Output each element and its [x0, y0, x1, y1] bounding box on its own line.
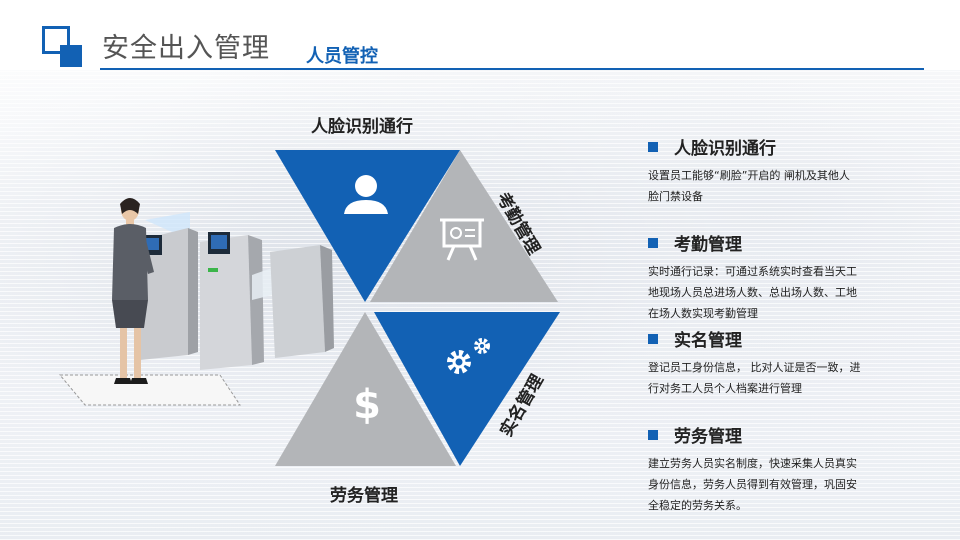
square-bullet-icon	[648, 237, 658, 248]
body-line: 设置员工能够“刷脸”开启的 闸机及其他人	[648, 169, 850, 182]
body-line: 登记员工身份信息， 比对人证是否一致，进	[648, 361, 861, 374]
triangle-face-recognition	[275, 150, 460, 302]
body-line: 全稳定的劳务关系。	[648, 499, 747, 512]
triangle-attendance	[370, 150, 558, 302]
body-line: 地现场人员总进场人数、总出场人数、工地	[648, 286, 857, 299]
dollar-icon: $	[353, 382, 381, 428]
user-icon	[344, 175, 388, 214]
page-subtitle: 人员管控	[306, 46, 378, 67]
body-line: 身份信息，劳务人员得到有效管理，巩固安	[648, 478, 857, 491]
section-body: 设置员工能够“刷脸”开启的 闸机及其他人 脸门禁设备	[648, 165, 898, 207]
body-line: 在场人数实现考勤管理	[648, 307, 758, 320]
body-line: 实时通行记录：可通过系统实时查看当天工	[648, 265, 857, 278]
diagram-label-labor: 劳务管理	[330, 486, 398, 506]
diagram-label-face-recognition: 人脸识别通行	[311, 117, 413, 137]
section-title: 实名管理	[674, 331, 742, 351]
section-header: 劳务管理	[648, 422, 898, 447]
section-header: 实名管理	[648, 326, 898, 351]
body-line: 脸门禁设备	[648, 190, 703, 203]
section-real-name: 实名管理 登记员工身份信息， 比对人证是否一致，进 行对务工人员个人档案进行管理	[648, 326, 898, 399]
section-title: 考勤管理	[674, 235, 742, 255]
body-line: 建立劳务人员实名制度，快速采集人员真实	[648, 457, 857, 470]
gears-icon	[447, 338, 490, 374]
section-body: 建立劳务人员实名制度，快速采集人员真实 身份信息，劳务人员得到有效管理，巩固安 …	[648, 453, 898, 516]
square-bullet-icon	[648, 333, 658, 344]
square-bullet-icon	[648, 141, 658, 152]
triangle-labor	[275, 312, 456, 466]
header-divider	[100, 68, 924, 70]
svg-text:$: $	[353, 382, 381, 428]
page-title: 安全出入管理	[102, 33, 270, 64]
section-header: 人脸识别通行	[648, 134, 898, 159]
triangle-diagram: $	[270, 140, 570, 480]
section-face-recognition: 人脸识别通行 设置员工能够“刷脸”开启的 闸机及其他人 脸门禁设备	[648, 134, 898, 207]
section-title: 劳务管理	[674, 427, 742, 447]
section-title: 人脸识别通行	[674, 139, 776, 159]
triangle-real-name	[374, 312, 560, 466]
world-map-background	[0, 70, 960, 540]
square-bullet-icon	[648, 429, 658, 440]
section-header: 考勤管理	[648, 230, 898, 255]
logo-solid-square	[60, 45, 82, 67]
presentation-icon	[440, 218, 484, 261]
body-line: 行对务工人员个人档案进行管理	[648, 382, 802, 395]
section-attendance: 考勤管理 实时通行记录：可通过系统实时查看当天工 地现场人员总进场人数、总出场人…	[648, 230, 898, 324]
section-body: 实时通行记录：可通过系统实时查看当天工 地现场人员总进场人数、总出场人数、工地 …	[648, 261, 898, 324]
turnstile-illustration	[40, 180, 340, 410]
section-labor: 劳务管理 建立劳务人员实名制度，快速采集人员真实 身份信息，劳务人员得到有效管理…	[648, 422, 898, 516]
section-body: 登记员工身份信息， 比对人证是否一致，进 行对务工人员个人档案进行管理	[648, 357, 898, 399]
